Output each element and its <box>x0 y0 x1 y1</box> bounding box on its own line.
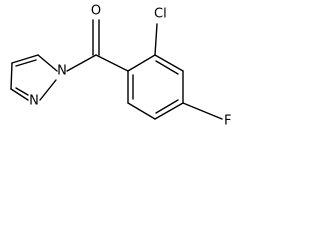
bond-n1-c5 <box>37 54 58 72</box>
bond-c3-n2-inner <box>15 87 29 96</box>
atom-label-nitrogen-2: N <box>29 94 39 109</box>
bond-c5-c6 <box>127 102 156 120</box>
atom-label-nitrogen-1: N <box>57 64 67 79</box>
atom-label-chlorine: Cl <box>154 7 167 22</box>
bond-c4-c5 <box>154 102 184 120</box>
bond-c4-f <box>182 102 223 120</box>
bond-c2-c3 <box>154 54 184 72</box>
bond-n1-carbonyl <box>66 54 97 72</box>
carbonyl-group <box>66 19 129 72</box>
bond-carbonyl-ring <box>95 54 129 72</box>
bond-c5-c4-inner <box>15 59 37 67</box>
bond-c5-c4 <box>11 54 39 64</box>
bond-n2-n1 <box>39 79 57 101</box>
molecule-structure: O N N Cl F <box>10 4 231 129</box>
bond-c2-c3-inner <box>155 60 179 75</box>
benzene-ring <box>127 54 184 120</box>
bond-c4-c3 <box>10 62 13 90</box>
pyrazole-ring <box>10 54 58 101</box>
atom-label-fluorine: F <box>224 114 231 129</box>
bond-c4-c5-inner <box>155 99 179 114</box>
bond-c1-c2 <box>127 54 156 72</box>
bond-c2-cl <box>154 23 158 56</box>
bond-c3-n2 <box>10 88 29 101</box>
atom-label-oxygen: O <box>91 4 101 19</box>
